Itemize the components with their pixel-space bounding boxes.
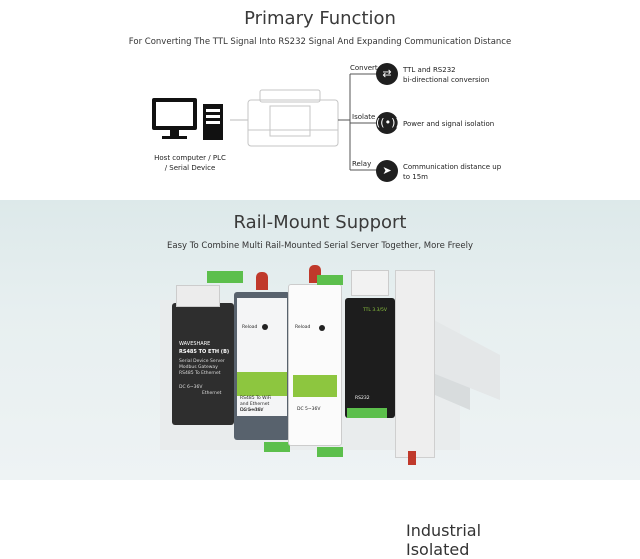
feature-isolate-line1: Power and signal isolation xyxy=(403,120,495,128)
device3-green-label xyxy=(293,375,337,397)
send-arrow-icon: ➤ xyxy=(376,160,398,182)
device-rs485-wifi: Reload RS485 To WiFi and Ethernet Conver… xyxy=(234,272,290,452)
device2-reload: Reload xyxy=(242,325,258,330)
device2-face xyxy=(237,298,287,416)
device4-side-text: Industrial Isolated xyxy=(406,521,482,559)
feature-convert-line1: TTL and RS232 xyxy=(403,66,456,74)
device1-desc3: RS485 To Ethernet xyxy=(179,371,221,376)
feature-isolate: Power and signal isolation xyxy=(403,119,494,129)
rail-subtitle: Easy To Combine Multi Rail-Mounted Seria… xyxy=(167,241,473,251)
host-label-line1: Host computer / PLC xyxy=(154,154,226,162)
rail-mount-section: Rail-Mount Support Easy To Combine Multi… xyxy=(0,200,640,559)
device3-reload: Reload xyxy=(295,325,311,330)
device-ttl-rs232: TTL 3.3/5V RS232 xyxy=(345,270,395,418)
connection-diagram xyxy=(230,73,378,171)
reload-button[interactable] xyxy=(262,324,268,330)
device-rs485-eth: WAVESHARE RS485 TO ETH (B) Serial Device… xyxy=(172,271,243,425)
device4-ttl: TTL 3.3/5V xyxy=(363,308,387,313)
device2-desc: and Ethernet Converter xyxy=(240,402,270,413)
primary-title: Primary Function xyxy=(244,8,396,29)
device4-red-latch xyxy=(408,451,416,465)
host-label-line2: / Serial Device xyxy=(164,164,216,172)
feature-relay-line2: to 15m xyxy=(403,173,428,181)
device4-terminal-bottom[interactable] xyxy=(347,408,387,418)
branch-convert-label: Convert xyxy=(350,64,378,72)
primary-subtitle: For Converting The TTL Signal Into RS232… xyxy=(128,37,512,47)
feature-convert-line2: bi-directional conversion xyxy=(403,76,490,84)
device1-desc2: Modbus Gateway xyxy=(179,365,218,370)
feature-relay: Communication distance up to 15m xyxy=(403,162,501,182)
device2-antenna xyxy=(256,272,268,290)
feature-relay-line1: Communication distance up xyxy=(403,163,502,171)
device3-reload-button[interactable] xyxy=(319,325,325,331)
device3-terminal-bottom[interactable] xyxy=(317,447,343,457)
convert-arrows-icon: ⇄ xyxy=(376,63,398,85)
device4-rs232: RS232 xyxy=(355,396,370,401)
device1-brand: WAVESHARE xyxy=(179,341,211,347)
device1-terminal-top[interactable] xyxy=(207,271,243,283)
device2-power: DC 5~36V xyxy=(240,408,264,413)
device1-top-cap xyxy=(176,285,220,307)
device1-power: DC 6~36V xyxy=(179,385,203,390)
device1-eth: Ethernet xyxy=(202,391,222,396)
device4-side-panel: Industrial Isolated xyxy=(395,270,481,559)
device1-desc1: Serial Device Server xyxy=(179,359,225,364)
device2-model: RS485 To WiFi xyxy=(240,396,272,401)
feature-convert: TTL and RS232 bi-directional conversion xyxy=(403,65,489,85)
branch-relay-label: Relay xyxy=(352,160,372,168)
isolation-icon: ((•)) xyxy=(376,112,400,134)
device4-top-cap xyxy=(351,270,389,296)
device1-model: RS485 TO ETH (B) xyxy=(179,349,230,355)
device3-terminal-top[interactable] xyxy=(317,275,343,285)
device2-green-label xyxy=(237,372,287,396)
device3-power: DC 5~36V xyxy=(297,407,321,412)
rail-title: Rail-Mount Support xyxy=(233,212,407,233)
primary-function-section: Primary Function For Converting The TTL … xyxy=(0,0,640,200)
device2-terminal-bottom[interactable] xyxy=(264,442,290,452)
host-label: Host computer / PLC / Serial Device xyxy=(150,153,230,173)
branch-isolate-label: Isolate xyxy=(352,113,376,121)
host-computer-icon xyxy=(152,98,223,140)
device-white-module: Reload DC 5~36V xyxy=(288,265,343,457)
